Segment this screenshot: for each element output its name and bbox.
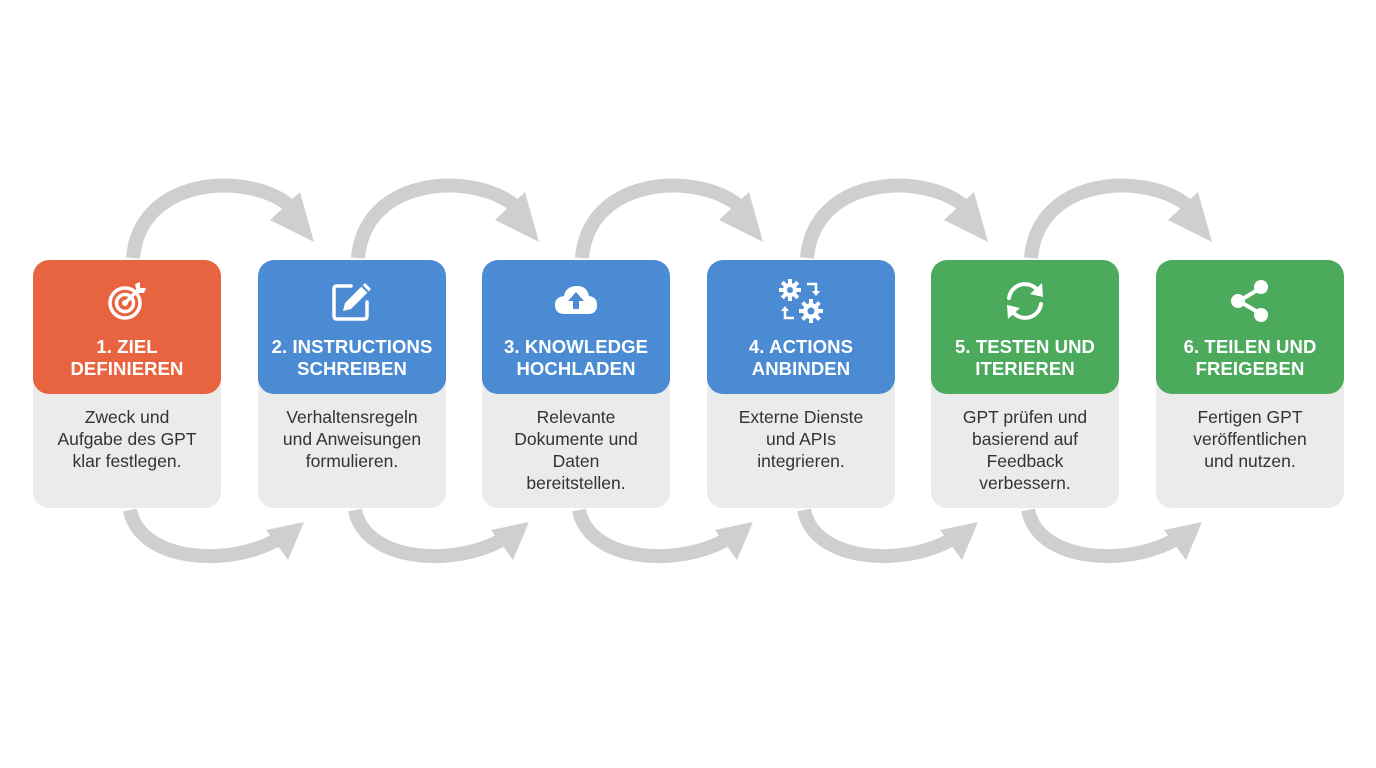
flow-arrowhead-top-4 bbox=[944, 192, 988, 242]
step-description: Verhaltensregeln und Anweisungen formuli… bbox=[282, 407, 422, 471]
step-card-instructions-schreiben: 2. INSTRUCTIONS SCHREIBEN Verhaltensrege… bbox=[258, 260, 446, 508]
flow-arrow-top-2 bbox=[351, 178, 520, 259]
flow-arrowhead-top-1 bbox=[270, 192, 314, 242]
flow-arrow-bottom-2 bbox=[348, 508, 509, 564]
flow-arrow-top-1 bbox=[126, 178, 295, 259]
step-title: 1. ZIEL DEFINIEREN bbox=[70, 336, 184, 379]
step-description: Fertigen GPT veröffentlichen und nutzen. bbox=[1193, 407, 1307, 471]
flow-arrow-bottom-1 bbox=[123, 508, 284, 564]
step-title: 3. KNOWLEDGE HOCHLADEN bbox=[503, 336, 649, 379]
flow-arrowhead-bottom-2 bbox=[491, 522, 529, 560]
flow-arrow-bottom-3 bbox=[572, 508, 733, 564]
cloud-upload-icon bbox=[555, 286, 597, 314]
step-card-testen-und-iterieren: 5. TESTEN UND ITERIEREN GPT prüfen und b… bbox=[931, 260, 1119, 508]
step-header: 5. TESTEN UND ITERIEREN bbox=[931, 260, 1119, 394]
step-header: 6. TEILEN UND FREIGEBEN bbox=[1156, 260, 1344, 394]
step-card-knowledge-hochladen: 3. KNOWLEDGE HOCHLADEN Relevante Dokumen… bbox=[482, 260, 670, 508]
flow-arrowhead-bottom-4 bbox=[940, 522, 978, 560]
step-description: Relevante Dokumente und Daten bereitstel… bbox=[514, 407, 638, 493]
refresh-icon bbox=[1007, 282, 1043, 320]
step-card-teilen-und-freigeben: 6. TEILEN UND FREIGEBEN Fertigen GPT ver… bbox=[1156, 260, 1344, 508]
gears-icon bbox=[779, 279, 823, 323]
step-title: 5. TESTEN UND ITERIEREN bbox=[954, 336, 1096, 379]
step-title: 2. INSTRUCTIONS SCHREIBEN bbox=[271, 336, 433, 379]
flow-arrowhead-bottom-5 bbox=[1164, 522, 1202, 560]
flow-arrow-top-3 bbox=[575, 178, 744, 259]
flow-arrow-bottom-5 bbox=[1021, 508, 1182, 564]
flow-arrowhead-top-5 bbox=[1168, 192, 1212, 242]
edit-icon bbox=[332, 283, 371, 321]
step-title: 6. TEILEN UND FREIGEBEN bbox=[1183, 336, 1317, 379]
step-header: 1. ZIEL DEFINIEREN bbox=[33, 260, 221, 394]
step-description: Zweck und Aufgabe des GPT klar festlegen… bbox=[57, 407, 197, 471]
step-description: Externe Dienste und APIs integrieren. bbox=[738, 407, 864, 471]
step-card-ziel-definieren: 1. ZIEL DEFINIEREN Zweck und Aufgabe des… bbox=[33, 260, 221, 508]
step-header: 3. KNOWLEDGE HOCHLADEN bbox=[482, 260, 670, 394]
target-icon bbox=[108, 282, 146, 320]
share-icon bbox=[1231, 280, 1268, 322]
flow-arrowhead-bottom-1 bbox=[266, 522, 304, 560]
flow-arrowhead-top-2 bbox=[495, 192, 539, 242]
flow-arrow-top-5 bbox=[1024, 178, 1193, 259]
step-header: 2. INSTRUCTIONS SCHREIBEN bbox=[258, 260, 446, 394]
flow-arrowhead-top-3 bbox=[719, 192, 763, 242]
flow-arrowhead-bottom-3 bbox=[715, 522, 753, 560]
step-header: 4. ACTIONS ANBINDEN bbox=[707, 260, 895, 394]
step-description: GPT prüfen und basierend auf Feedback ve… bbox=[962, 407, 1088, 493]
flow-arrow-bottom-4 bbox=[797, 508, 958, 564]
flow-arrow-top-4 bbox=[800, 178, 969, 259]
step-title: 4. ACTIONS ANBINDEN bbox=[748, 336, 854, 379]
step-card-actions-anbinden: 4. ACTIONS ANBINDEN Externe Dienste und … bbox=[707, 260, 895, 508]
